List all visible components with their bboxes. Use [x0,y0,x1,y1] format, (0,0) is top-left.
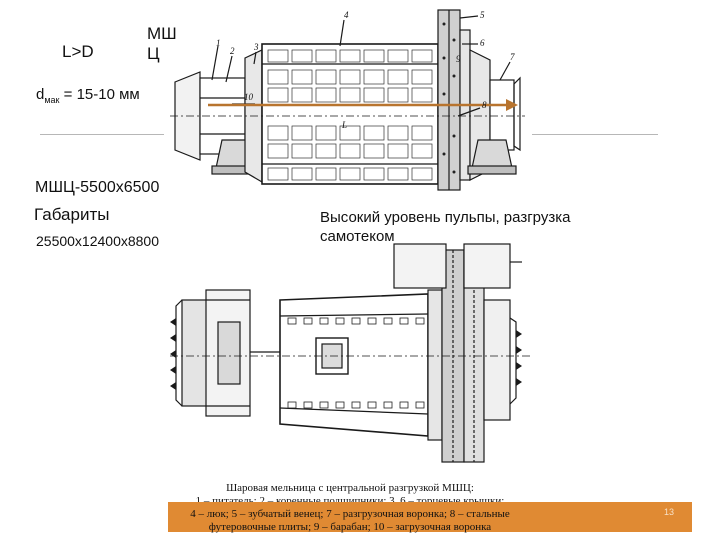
callout-6: 6 [480,38,485,48]
rule-left [40,134,164,135]
ratio-label: L>D [62,42,94,61]
ball-size-symbol: d [36,86,45,103]
model-label: МШЦ-5500х6500 [35,178,165,197]
callout-L: L [341,120,347,130]
callout-1: 1 [216,38,221,48]
callout-10: 10 [244,92,254,102]
callout-4: 4 [344,10,349,20]
caption-line-3: 4 – люк; 5 – зубчатый венец; 7 – разгруз… [190,508,510,520]
ball-size-label: dмак = 15-10 мм [36,86,140,105]
caption-line-1: Шаровая мельница с центральной разгрузко… [226,482,474,494]
callout-3: 3 [253,42,259,52]
mill-type-label: МШ Ц [147,24,177,64]
rule-right [532,134,658,135]
callout-5: 5 [480,10,485,20]
model-text: МШЦ-5500х6500 [35,179,160,196]
page-number: 13 [664,507,675,517]
mill-type-line2: Ц [147,44,160,63]
callout-8: 8 [482,100,487,110]
dimensions-value: 25500х12400х8800 [36,233,160,249]
ball-size-subscript: мак [44,95,60,105]
figure-caption-continued: 4 – люк; 5 – зубчатый венец; 7 – разгруз… [170,508,530,534]
dimensions-title: Габариты [34,205,110,224]
mill-type-line1: МШ [147,24,177,43]
ball-size-value: = 15-10 мм [59,86,140,103]
footer-accent-bar [168,502,692,532]
callout-2: 2 [230,46,235,56]
callout-7: 7 [510,52,515,62]
pulp-level-note: Высокий уровень пульпы, разгрузка самоте… [320,209,571,245]
caption-line-4: футеровочные плиты; 9 – барабан; 10 – за… [208,521,492,533]
callout-9: 9 [456,54,461,64]
